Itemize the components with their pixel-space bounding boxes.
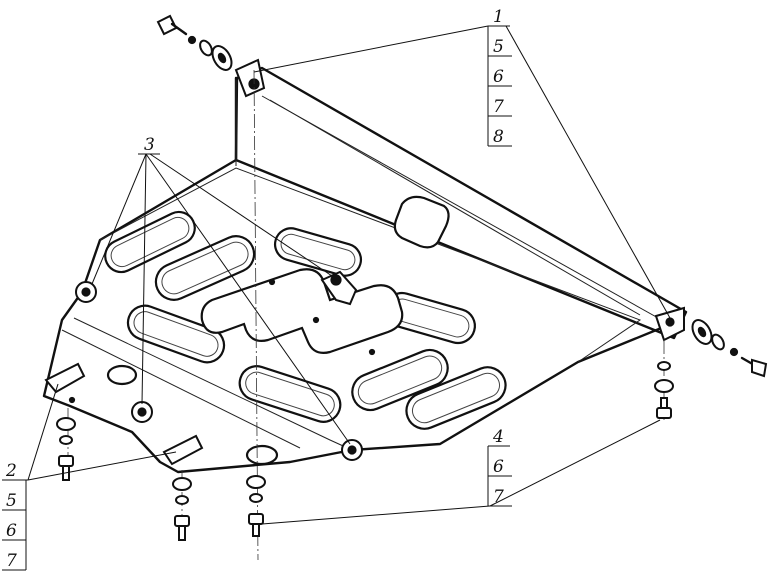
washer-icon [711,333,725,351]
ventilation-slots [104,195,507,430]
position-label: 6 [493,67,504,87]
leader-lines [2,25,671,571]
washer-icon [175,495,189,505]
washer-icon [172,477,192,491]
position-label: 8 [493,127,504,147]
washer-icon [249,493,263,503]
washer-icon [246,475,266,489]
hardware-stack-right [691,319,768,378]
bracket-nut-icon [320,270,358,306]
bolt-icon [156,14,188,36]
hardware-stack-bottom-left [172,477,192,541]
position-label: 6 [493,457,504,477]
labels-left: 2 5 6 7 [5,461,17,571]
washer-icon [729,347,739,357]
washer-icon [59,435,73,445]
callout-label: 3 [144,135,155,155]
bolt-icon [248,513,264,537]
holes [68,278,376,466]
position-label: 1 [493,7,504,27]
position-label: 5 [6,491,17,511]
nut-icon [341,439,363,461]
position-label: 7 [6,551,17,571]
hardware-stack-left [56,417,76,481]
center-slot [200,268,404,354]
bolt-icon [740,356,768,378]
hardware-stack-top-left [156,14,233,71]
nut-icon [131,401,153,423]
nut-icon [75,281,97,303]
labels-top-right: 1 5 6 7 8 [493,7,504,147]
position-label: 6 [6,521,17,541]
bolt-icon [58,455,74,481]
slot [405,366,507,430]
slot [273,227,363,277]
access-window [393,195,450,249]
washer-icon [56,417,76,431]
washer-icon [657,361,671,371]
slot [126,304,226,364]
slot [238,365,342,423]
bolt-icon [174,515,190,541]
labels-bottom-right: 4 6 7 [492,427,504,507]
brackets [44,58,685,466]
hardware-stack-bottom-center [246,475,266,537]
position-label: 2 [5,461,17,481]
slot [351,348,449,412]
position-label: 7 [493,97,504,117]
washer-icon [187,35,197,45]
plate-fasteners [75,270,363,461]
position-label: 5 [493,37,504,57]
washer-icon [199,39,213,57]
washer-icon [654,379,674,393]
slot [154,235,256,301]
hardware-stack-right-vertical [654,361,674,419]
position-label: 4 [492,427,504,447]
bolt-icon [656,397,672,419]
position-label: 7 [493,487,504,507]
